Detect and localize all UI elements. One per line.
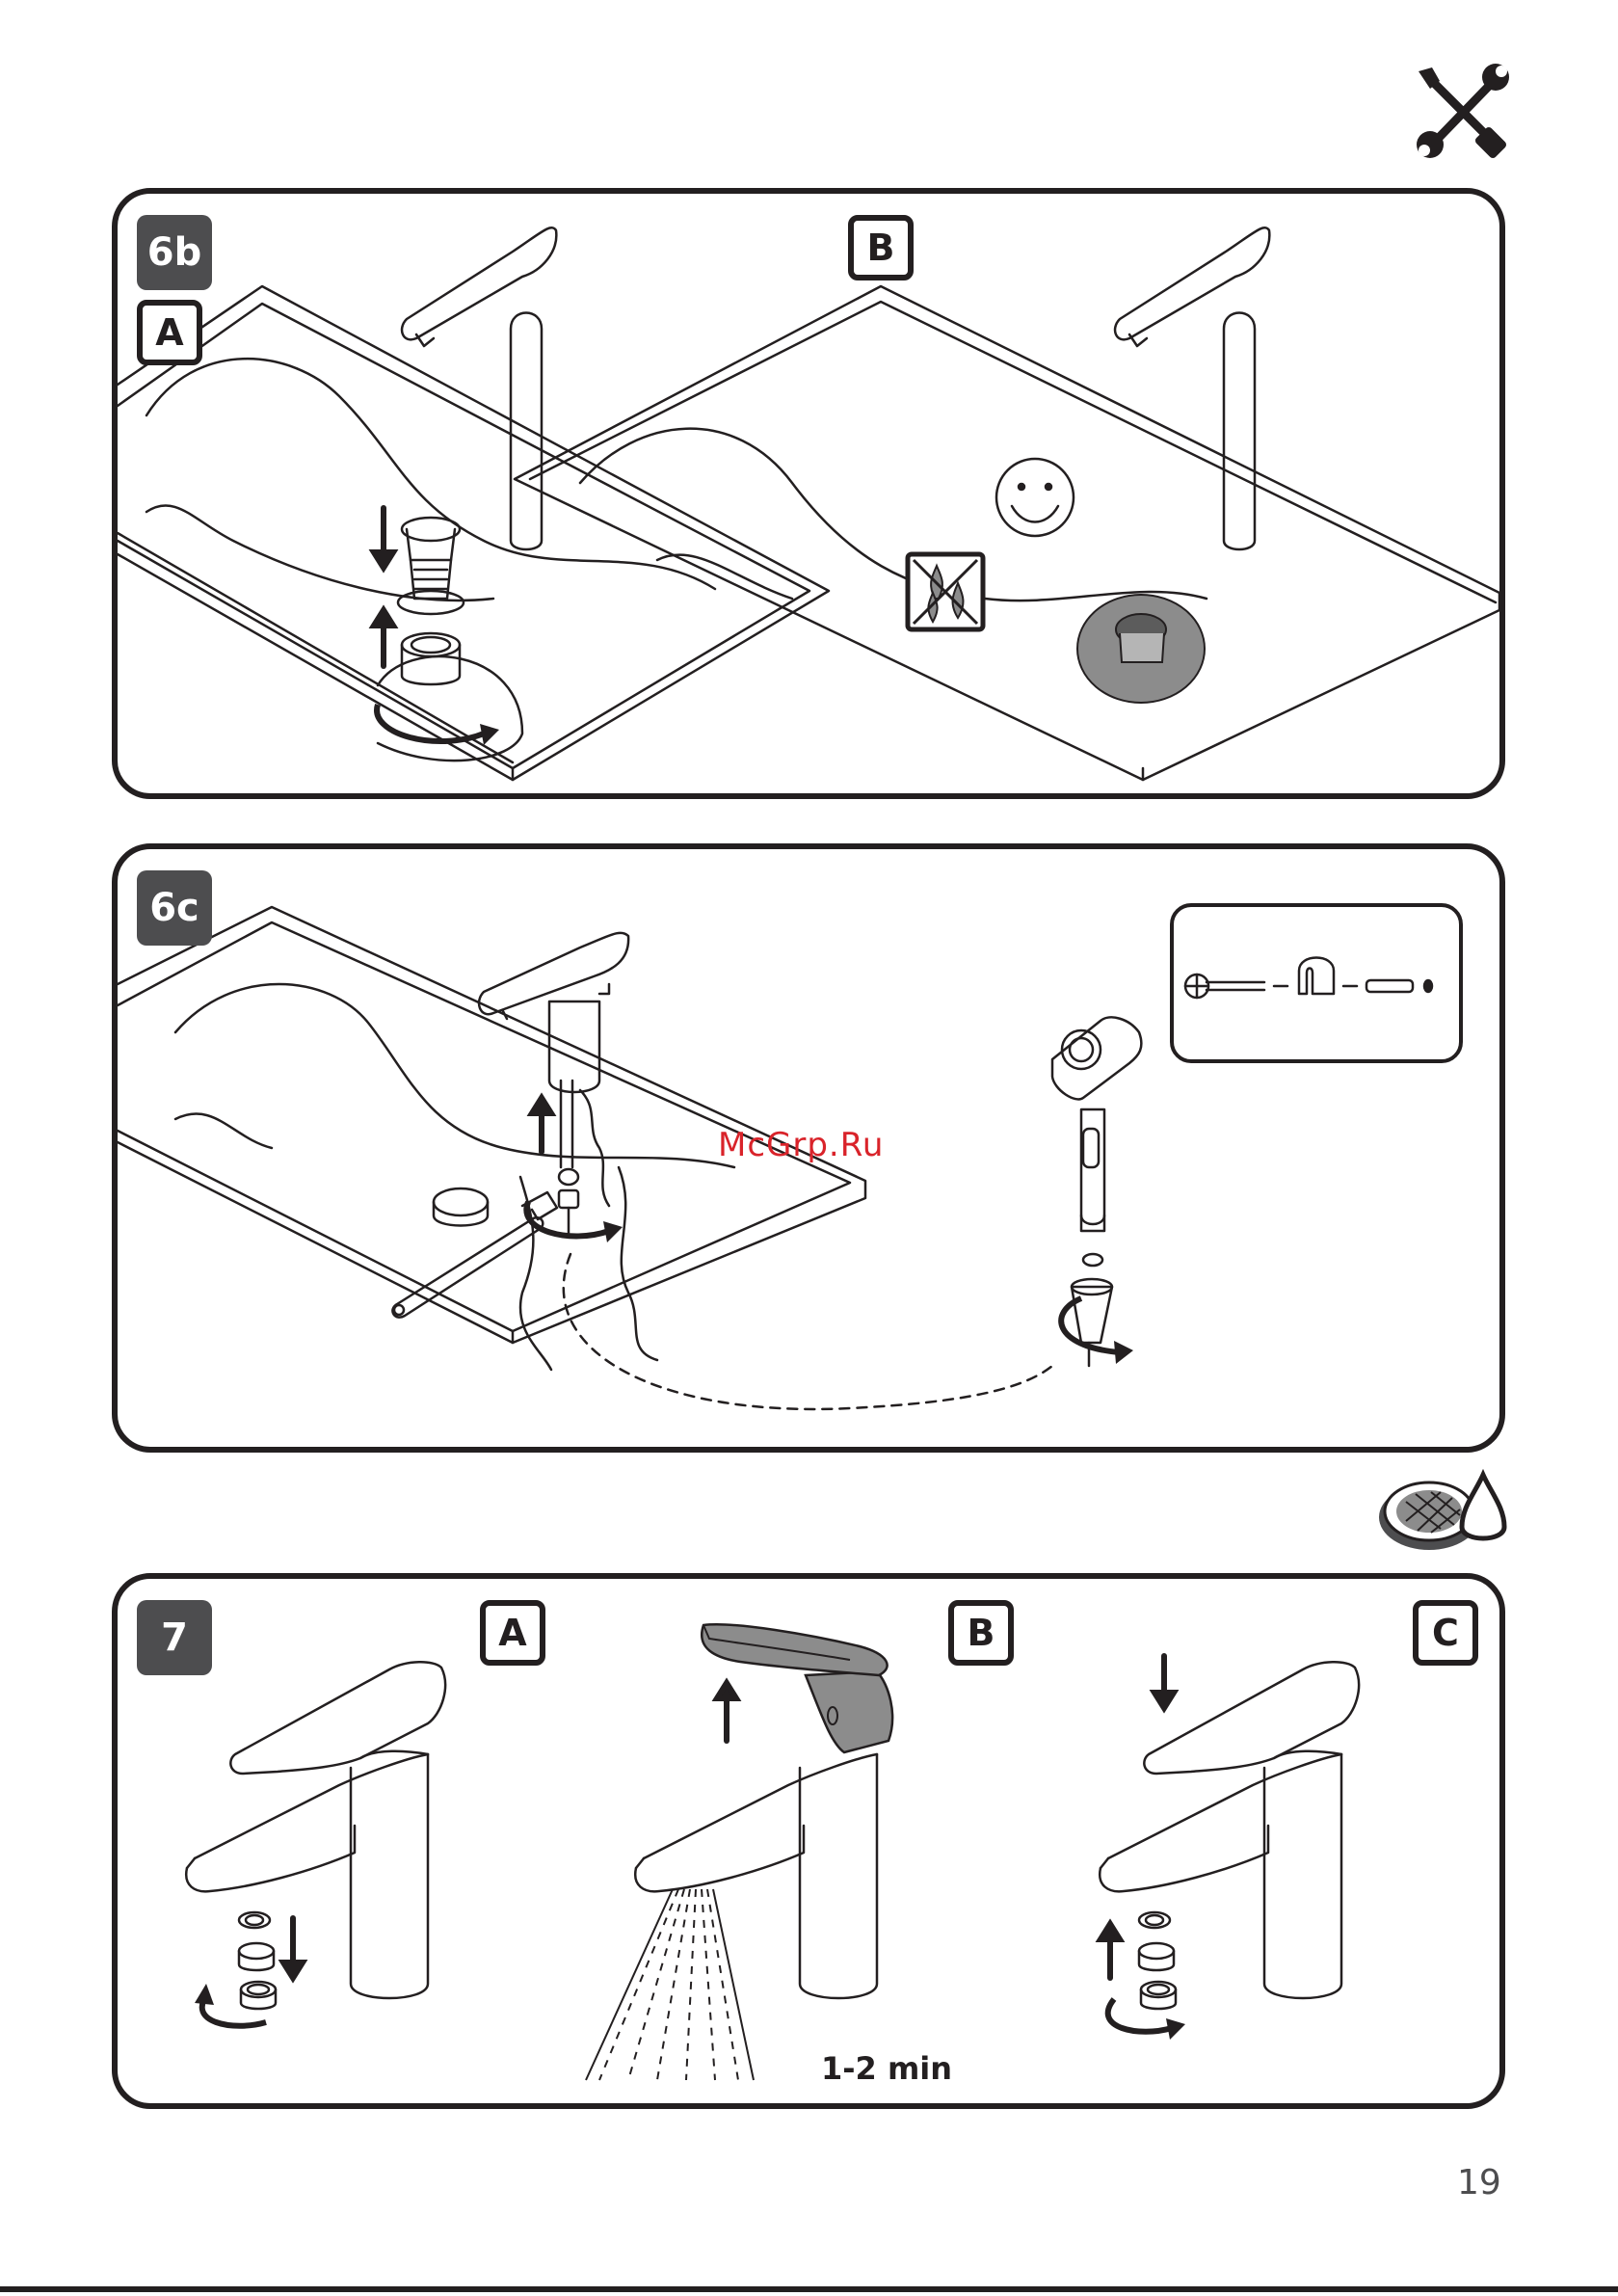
tools-icon <box>1415 64 1511 160</box>
step-6b-sub-a: A <box>137 300 202 365</box>
bottom-rule <box>0 2286 1618 2292</box>
step-7-badge: 7 <box>137 1600 212 1675</box>
step-6c-badge: 6c <box>137 870 212 946</box>
step-6b-badge: 6b <box>137 215 212 290</box>
step-6b-illustration <box>118 194 1499 793</box>
step-7-illustration <box>118 1579 1499 2103</box>
aerator-cleaning-icon <box>1373 1467 1508 1556</box>
step-6b-panel: 6b A B <box>112 188 1505 799</box>
step-7-sub-c: C <box>1413 1600 1478 1666</box>
page-number: 19 <box>1457 2163 1501 2203</box>
step-7-panel: 7 A B C <box>112 1573 1505 2109</box>
step-7-sub-b: B <box>948 1600 1014 1666</box>
step-6b-sub-b: B <box>848 215 914 280</box>
watermark-text: McGrp.Ru <box>718 1126 884 1164</box>
step-7-sub-a: A <box>480 1600 545 1666</box>
flush-duration-label: 1-2 min <box>821 2050 952 2087</box>
